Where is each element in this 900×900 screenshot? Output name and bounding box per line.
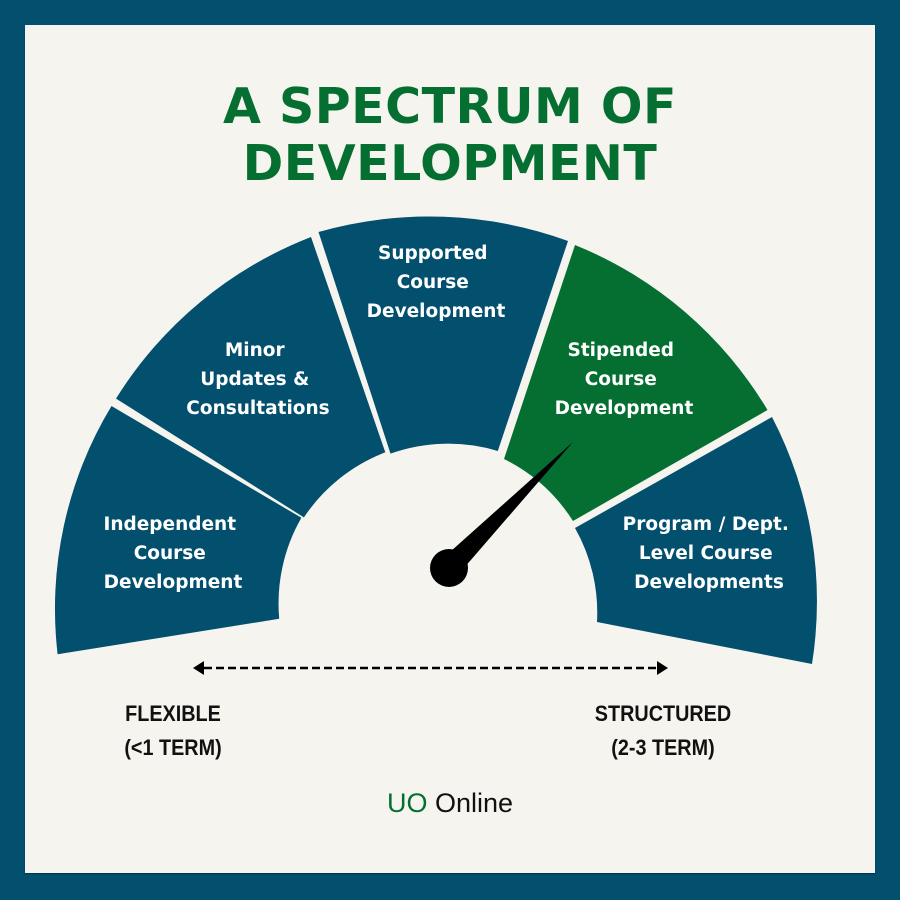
flexible-term: (<1 TERM) xyxy=(124,735,222,760)
segment-label-minor-updates: Minor Updates & Consultations xyxy=(186,340,329,419)
needle-icon xyxy=(430,442,573,587)
title-line-2: DEVELOPMENT xyxy=(242,135,658,192)
gauge-segment-minor-updates xyxy=(116,237,386,518)
logo-online: Online xyxy=(434,788,514,818)
bidirectional-arrow-icon xyxy=(193,661,668,675)
segment-label-independent: Independent Course Development xyxy=(103,514,242,593)
structured-label: STRUCTURED xyxy=(594,701,732,726)
axis-label-flexible: FLEXIBLE (<1 TERM) xyxy=(106,697,241,765)
segment-label-program-dept: Program / Dept. Level Course Development… xyxy=(623,514,796,593)
logo-uo: UO xyxy=(386,788,428,818)
page-title: A SPECTRUM OF DEVELOPMENT xyxy=(0,78,900,192)
gauge-segment-supported xyxy=(318,216,568,454)
uo-online-logo: UO Online xyxy=(0,786,900,820)
gauge-segment-stipended xyxy=(504,245,768,521)
axis-label-structured: STRUCTURED (2-3 TERM) xyxy=(587,697,740,765)
segment-label-supported: Supported Course Development xyxy=(367,243,506,322)
gauge-segment-program-dept xyxy=(575,417,817,664)
segment-label-stipended: Stipended Course Development xyxy=(555,340,694,419)
gauge-segment-independent xyxy=(54,406,302,655)
flexible-label: FLEXIBLE xyxy=(125,701,221,726)
structured-term: (2-3 TERM) xyxy=(611,735,715,760)
title-line-1: A SPECTRUM OF xyxy=(222,78,677,135)
